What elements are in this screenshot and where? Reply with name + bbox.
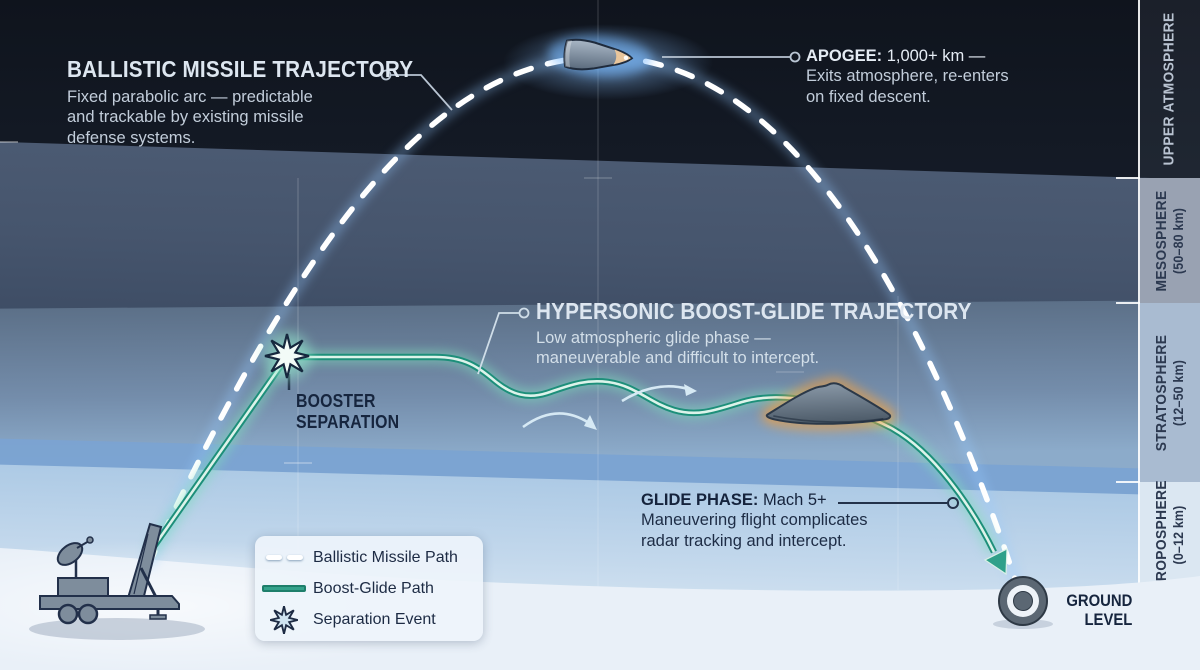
green-line-swatch-icon — [255, 585, 313, 592]
atmosphere-scale-sidebar: UPPER ATMOSPHERE MESOSPHERE (50–80 km) S… — [1116, 0, 1200, 670]
ballistic-desc-line: defense systems. — [67, 128, 196, 147]
hypersonic-annotation: HYPERSONIC BOOST-GLIDE TRAJECTORY Low at… — [536, 298, 1031, 369]
hypersonic-leader — [477, 307, 530, 375]
boost-glide-path — [144, 350, 1008, 576]
ground-line: GROUND — [1065, 592, 1132, 610]
target-icon — [993, 576, 1053, 629]
sidebar-tick — [1116, 302, 1140, 304]
leader-lines — [287, 51, 959, 509]
ballistic-leader — [380, 69, 453, 111]
apogee-leader — [662, 51, 801, 63]
hypersonic-heading: HYPERSONIC BOOST-GLIDE TRAJECTORY — [536, 298, 972, 324]
glide-phase-annotation: GLIDE PHASE: Mach 5+ Maneuvering flight … — [641, 490, 868, 551]
apogee-desc-line: on fixed descent. — [806, 87, 931, 106]
legend-item-ballistic: Ballistic Missile Path — [255, 545, 483, 571]
ballistic-desc-line: and trackable by existing missile — [67, 108, 304, 127]
wheel — [57, 603, 79, 625]
legend-label: Ballistic Missile Path — [313, 548, 458, 566]
glide-label: GLIDE PHASE: — [641, 491, 759, 509]
wind-arrows — [522, 384, 697, 430]
legend-item-boost-glide: Boost-Glide Path — [255, 576, 483, 602]
legend-label: Separation Event — [313, 610, 436, 628]
separation-star-icon — [263, 332, 311, 380]
hypersonic-desc-line: Low atmospheric glide phase — — [536, 329, 771, 347]
ground-level-label: GROUND LEVEL — [1040, 592, 1132, 630]
ballistic-desc-line: Fixed parabolic arc — predictable — [67, 88, 313, 106]
apogee-label: APOGEE: — [806, 47, 883, 65]
apogee-value: 1,000+ km — — [882, 47, 986, 65]
trailer-bed — [39, 595, 180, 610]
legend-item-separation: Separation Event — [255, 605, 483, 635]
ground-line: LEVEL — [1084, 610, 1132, 629]
sidebar-upper-atmosphere — [1140, 0, 1200, 178]
wheel — [77, 603, 99, 625]
dashed-line-swatch-icon — [255, 554, 313, 561]
legend: Ballistic Missile Path Boost-Glide Path … — [255, 536, 483, 641]
sidebar-troposphere — [1140, 482, 1200, 588]
sidebar-mesosphere — [1140, 178, 1200, 303]
legend-label: Boost-Glide Path — [313, 579, 434, 597]
sidebar-tick — [1116, 481, 1140, 483]
apogee-desc-line: Exits atmosphere, re-enters — [806, 67, 1009, 86]
sidebar-stratosphere — [1140, 303, 1200, 482]
radar-vehicle-icon — [29, 522, 205, 640]
glide-path-arrowhead — [983, 548, 1008, 576]
star-swatch-icon — [255, 605, 313, 635]
ballistic-heading: BALLISTIC MISSILE TRAJECTORY — [67, 56, 414, 82]
glide-desc-line: Maneuvering flight complicates — [641, 511, 868, 530]
sidebar-divider-line — [1138, 0, 1140, 588]
glide-desc-line: radar tracking and intercept. — [641, 531, 847, 550]
booster-line: BOOSTER — [296, 391, 376, 411]
warhead-icon — [548, 35, 652, 77]
sidebar-tick — [1116, 177, 1140, 179]
booster-line: SEPARATION — [296, 411, 400, 432]
ballistic-annotation: BALLISTIC MISSILE TRAJECTORY Fixed parab… — [67, 56, 460, 148]
glide-leader — [838, 497, 959, 509]
apogee-annotation: APOGEE: 1,000+ km — Exits atmosphere, re… — [806, 46, 1009, 107]
glide-vehicle-icon — [762, 378, 895, 429]
hypersonic-desc-line: maneuverable and difficult to intercept. — [536, 349, 820, 368]
glide-value: Mach 5+ — [758, 491, 827, 509]
booster-separation-label: BOOSTER SEPARATION — [296, 391, 413, 433]
